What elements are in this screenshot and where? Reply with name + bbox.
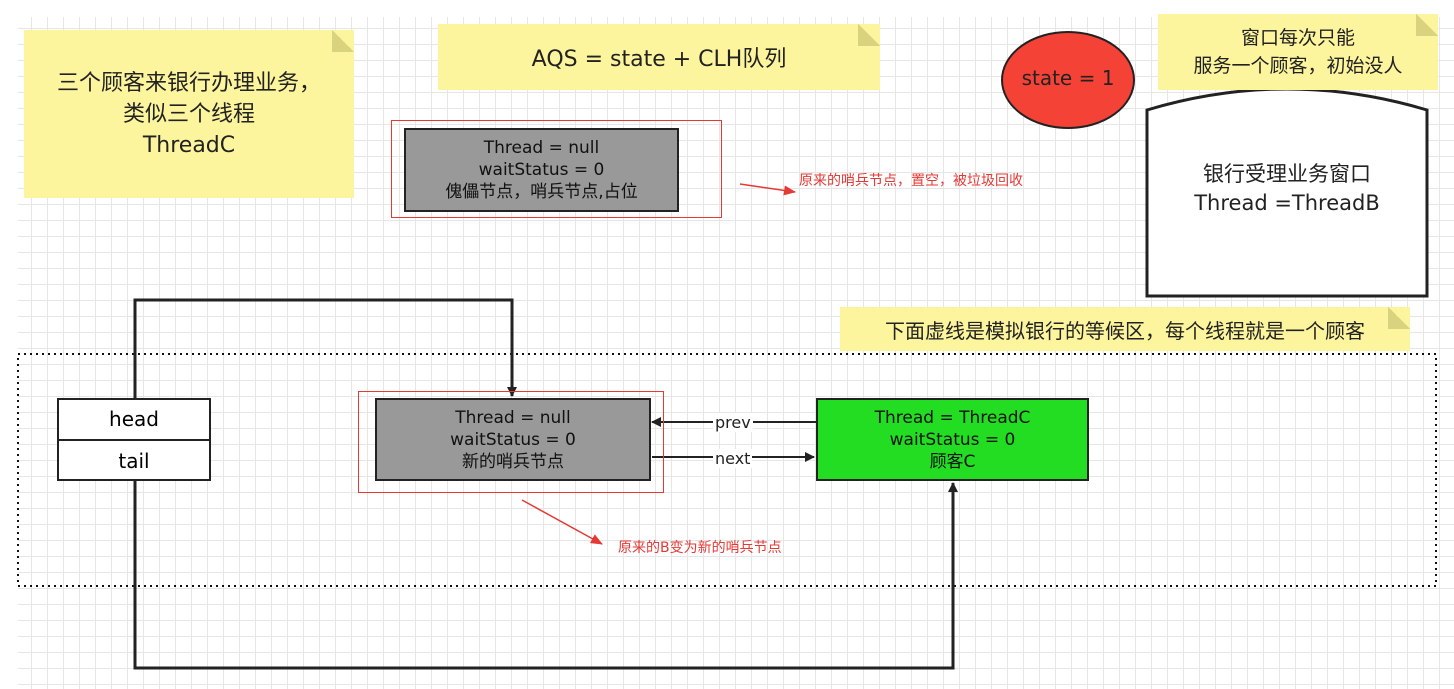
prev-label: prev: [713, 413, 753, 432]
node-c-desc: 顾客C: [929, 451, 976, 472]
waiting-area-text: 下面虚线是模拟银行的等候区，每个线程就是一个顾客: [885, 318, 1365, 343]
bank-window-text: 银行受理业务窗口 Thread =ThreadB: [1147, 160, 1427, 218]
customers-note-line1: 三个顾客来银行办理业务，: [56, 70, 321, 96]
new-sentinel-highlight: [358, 391, 664, 493]
new-sentinel-waitstatus: waitStatus = 0: [450, 429, 576, 450]
head-pointer-line: [133, 298, 517, 398]
aqs-title-note: AQS = state + CLH队列: [438, 24, 880, 90]
new-sentinel-annotation: 原来的B变为新的哨兵节点: [618, 540, 782, 556]
tail-cell: tail: [118, 449, 150, 473]
old-sentinel-thread: Thread = null: [483, 138, 600, 158]
new-sentinel-annotation-arrow: [521, 499, 603, 545]
tail-pointer-line: [133, 481, 958, 670]
new-sentinel-desc: 新的哨兵节点: [462, 451, 564, 472]
customers-note-line3: ThreadC: [142, 132, 236, 158]
window-note: 窗口每次只能 服务一个顾客，初始没人: [1158, 14, 1438, 90]
customers-note: 三个顾客来银行办理业务， 类似三个线程 ThreadC: [24, 30, 354, 198]
new-sentinel-node: Thread = null waitStatus = 0 新的哨兵节点: [375, 398, 651, 481]
old-sentinel-node: Thread = null waitStatus = 0 傀儡节点，哨兵节点,占…: [404, 128, 679, 212]
bank-window-title: 银行受理业务窗口: [1203, 162, 1371, 186]
customers-note-line2: 类似三个线程: [122, 101, 255, 127]
old-sentinel-annotation: 原来的哨兵节点，置空，被垃圾回收: [799, 173, 1023, 189]
head-tail-table: head tail: [57, 398, 211, 481]
state-label: state = 1: [1021, 66, 1115, 90]
window-note-line2: 服务一个顾客，初始没人: [1193, 55, 1403, 77]
new-sentinel-thread: Thread = null: [455, 407, 571, 428]
window-note-line1: 窗口每次只能: [1240, 27, 1355, 49]
bank-window-thread: Thread =ThreadB: [1194, 191, 1380, 215]
state-circle-shape: [1001, 31, 1135, 129]
next-label: next: [713, 449, 753, 468]
old-sentinel-highlight: [391, 120, 722, 218]
node-c-waitstatus: waitStatus = 0: [889, 429, 1016, 450]
node-c: Thread = ThreadC waitStatus = 0 顾客C: [816, 398, 1089, 481]
aqs-title-text: AQS = state + CLH队列: [531, 47, 787, 72]
waiting-area-note: 下面虚线是模拟银行的等候区，每个线程就是一个顾客: [840, 307, 1410, 351]
old-sentinel-waitstatus: waitStatus = 0: [478, 160, 605, 180]
head-cell: head: [59, 400, 209, 441]
old-sentinel-desc: 傀儡节点，哨兵节点,占位: [445, 182, 638, 202]
waiting-area-border: [17, 353, 1437, 587]
old-sentinel-annotation-arrow: [739, 183, 796, 196]
node-c-thread: Thread = ThreadC: [874, 407, 1031, 428]
